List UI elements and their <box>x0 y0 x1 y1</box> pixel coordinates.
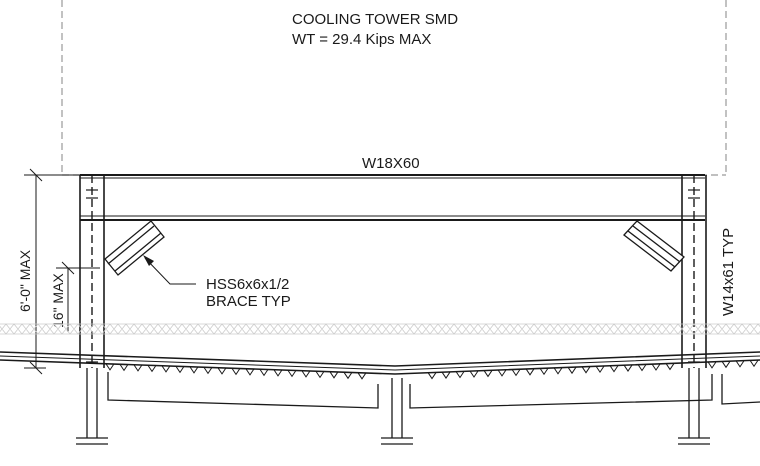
roof-insulation-hatch <box>0 323 760 335</box>
right-column <box>681 175 707 368</box>
brace-label-line2-text: BRACE TYP <box>206 293 291 310</box>
deck-rib <box>623 364 633 372</box>
left-column <box>79 175 105 368</box>
deck-rib <box>469 370 479 378</box>
deck-rib <box>525 368 535 376</box>
deck-rib <box>553 367 563 375</box>
deck-rib <box>231 368 241 376</box>
deck-rib <box>441 371 451 379</box>
deck-rib <box>735 360 745 368</box>
deck-rib <box>357 372 367 380</box>
deck-rib <box>287 370 297 378</box>
deck-rib <box>301 370 311 378</box>
brace-leader-arrow <box>143 255 154 266</box>
deck-rib <box>483 370 493 378</box>
brace-label-line1: HSS6x6x1/2 <box>206 276 289 293</box>
roof-deck <box>0 351 760 380</box>
deck-rib <box>539 368 549 376</box>
deck-rib <box>329 371 339 379</box>
right-brace <box>623 220 685 272</box>
deck-rib <box>455 371 465 379</box>
deck-rib <box>273 369 283 377</box>
brace-offset-dimension <box>56 261 100 332</box>
column-label: W14x61 TYP <box>720 228 737 316</box>
deck-rib <box>497 369 507 377</box>
deck-rib <box>133 364 143 372</box>
deck-rib <box>721 361 731 369</box>
deck-rib <box>259 369 269 377</box>
deck-rib <box>315 371 325 379</box>
beam-label: W18X60 <box>362 155 420 172</box>
deck-rib <box>245 368 255 376</box>
equipment-title: COOLING TOWER SMD <box>292 11 458 28</box>
deck-rib <box>189 366 199 374</box>
height-dimension-text: 6'-0" MAX <box>17 249 33 312</box>
equipment-weight: WT = 29.4 Kips MAX <box>292 31 431 48</box>
height-dimension <box>24 168 80 375</box>
deck-rib <box>665 363 675 371</box>
beam-w18x60 <box>80 174 705 221</box>
left-brace <box>104 220 165 276</box>
deck-rib <box>637 364 647 372</box>
deck-rib <box>707 361 717 369</box>
brace-leader <box>144 257 196 285</box>
brace-offset-text: 16" MAX <box>50 273 66 328</box>
deck-rib <box>511 369 521 377</box>
deck-rib <box>105 363 115 371</box>
deck-rib <box>203 367 213 375</box>
deck-rib <box>651 363 661 371</box>
support-posts <box>76 368 710 445</box>
deck-rib <box>119 364 129 372</box>
deck-rib <box>749 359 759 368</box>
deck-rib <box>595 365 605 374</box>
deck-rib <box>427 372 437 380</box>
deck-rib <box>161 365 171 373</box>
deck-rib <box>217 367 227 375</box>
joist-bottom-chords <box>107 372 760 409</box>
deck-rib <box>175 366 185 374</box>
deck-rib <box>147 365 157 373</box>
deck-rib <box>609 365 619 373</box>
deck-rib <box>581 366 591 374</box>
deck-rib <box>567 366 577 375</box>
deck-rib <box>343 372 353 380</box>
